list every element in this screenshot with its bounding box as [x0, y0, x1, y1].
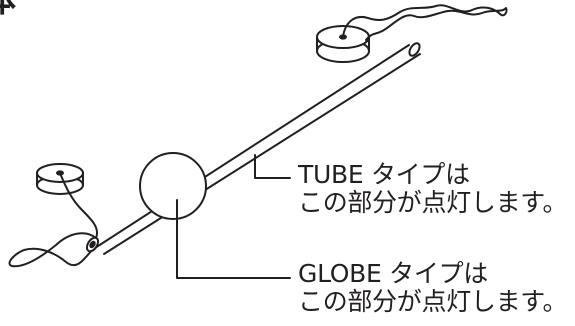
- page-heading: 体: [0, 0, 16, 20]
- upper-canopy: [316, 25, 370, 63]
- light-tube: [85, 42, 421, 255]
- globe: [139, 152, 207, 220]
- lower-canopy: [36, 163, 84, 195]
- tube-leader-line: [254, 154, 291, 179]
- lower-cord: [8, 172, 98, 268]
- upper-cord: [342, 4, 508, 41]
- globe-leader-line: [176, 199, 291, 279]
- globe-callout-line1: GLOBE タイプは: [298, 259, 488, 288]
- tube-callout: TUBE タイプは この部分が点灯します。: [298, 160, 568, 217]
- tube-callout-line2: この部分が点灯します。: [298, 188, 568, 217]
- tube-callout-line1: TUBE タイプは: [298, 160, 470, 189]
- globe-callout: GLOBE タイプは この部分が点灯します。: [298, 259, 568, 316]
- globe-callout-line2: この部分が点灯します。: [298, 287, 568, 316]
